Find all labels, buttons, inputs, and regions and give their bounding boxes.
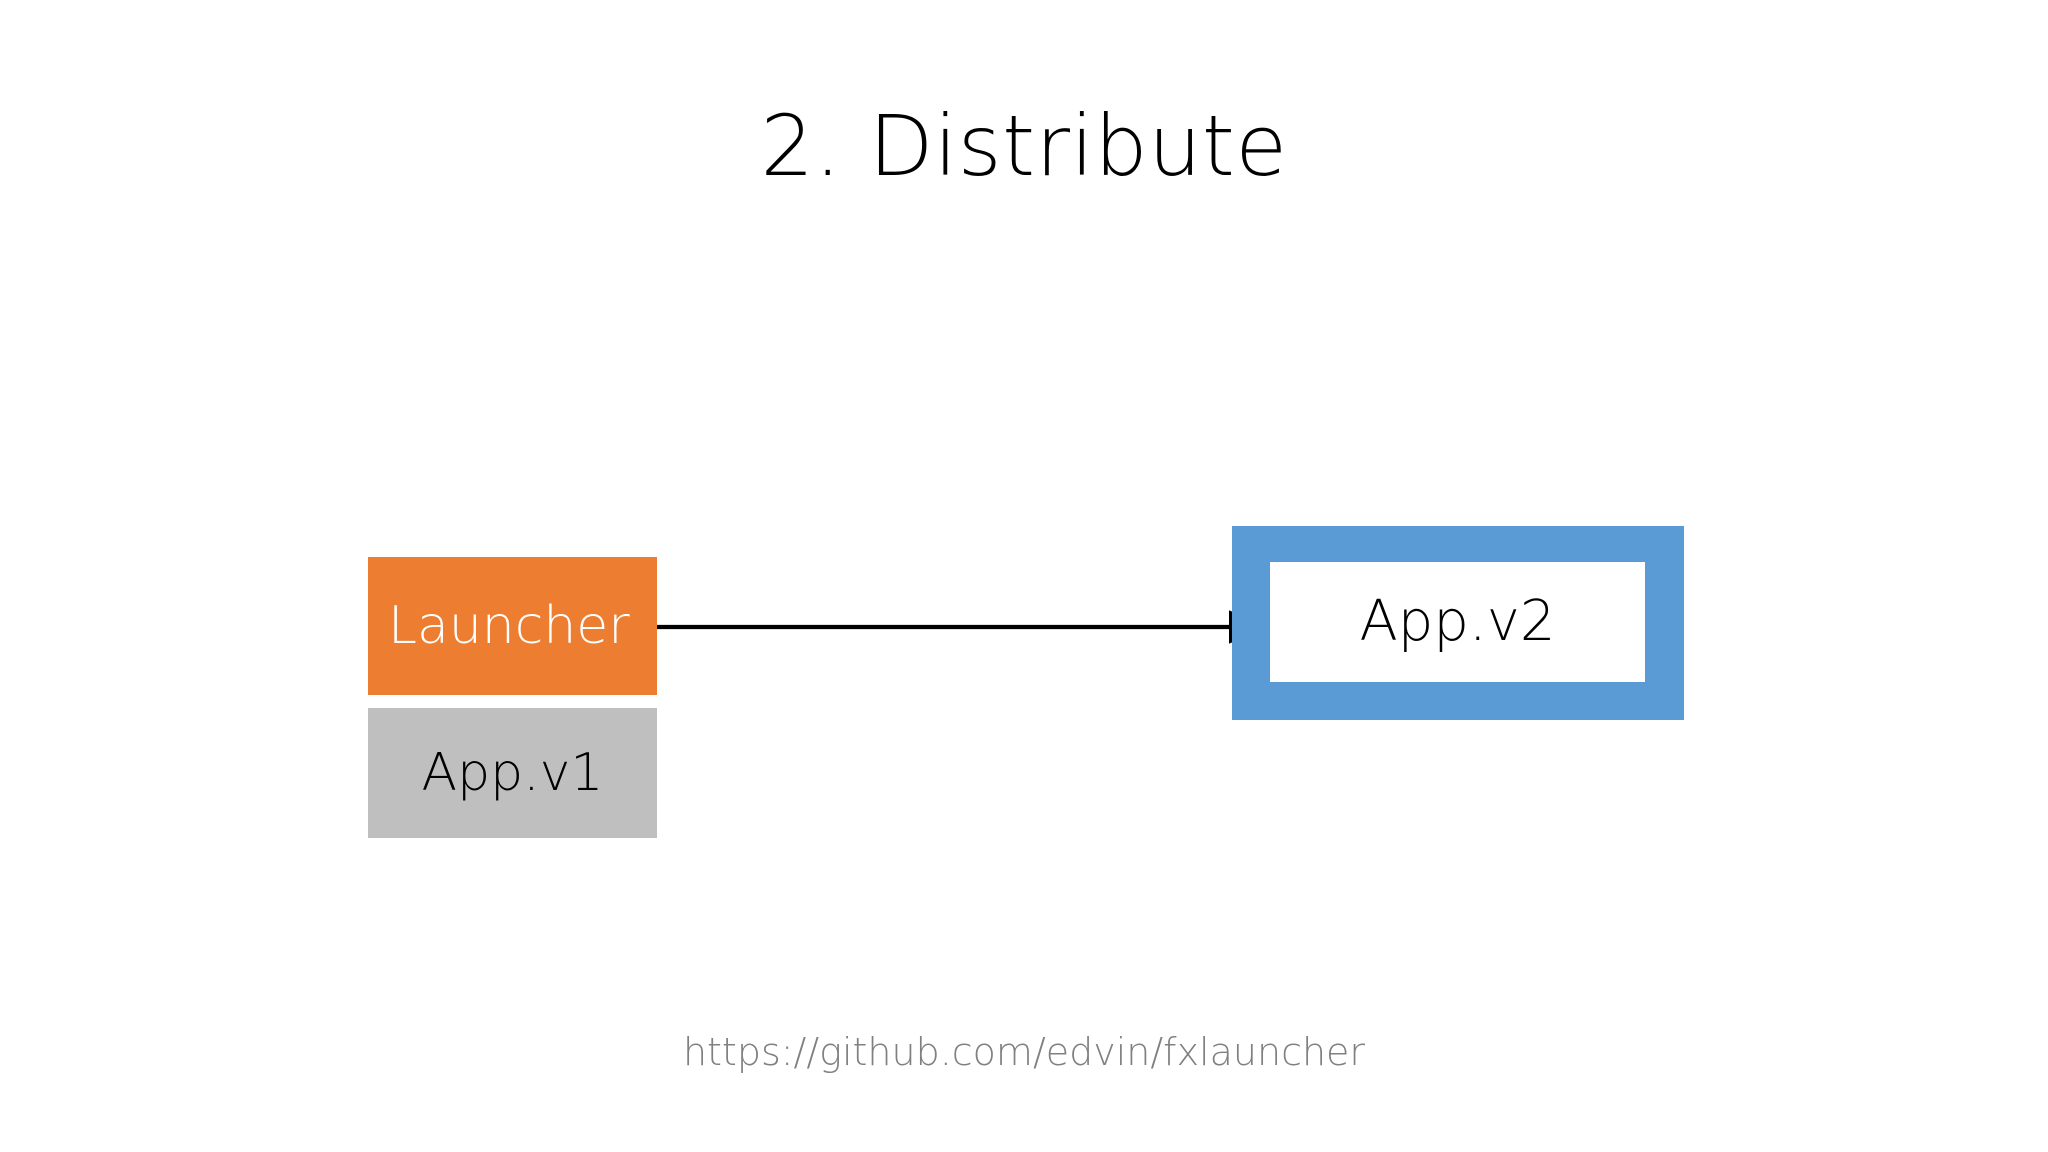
diagram-node-app-v1[interactable]: App.v1: [368, 708, 657, 838]
diagram-node-app-v1-label: App.v1: [421, 743, 604, 803]
page-title: 2. Distribute: [760, 97, 1288, 195]
footer-url-text[interactable]: https://github.com/edvin/fxlauncher: [682, 1030, 1366, 1074]
diagram-node-app-v2[interactable]: App.v2: [1232, 526, 1684, 720]
diagram-node-launcher[interactable]: Launcher: [368, 557, 657, 695]
diagram-edge-launcher-to-appv2: [657, 610, 1267, 644]
diagram-node-app-v2-inner: App.v2: [1270, 562, 1645, 682]
diagram-node-app-v2-label: App.v2: [1359, 589, 1556, 654]
diagram-node-launcher-label: Launcher: [388, 596, 630, 656]
